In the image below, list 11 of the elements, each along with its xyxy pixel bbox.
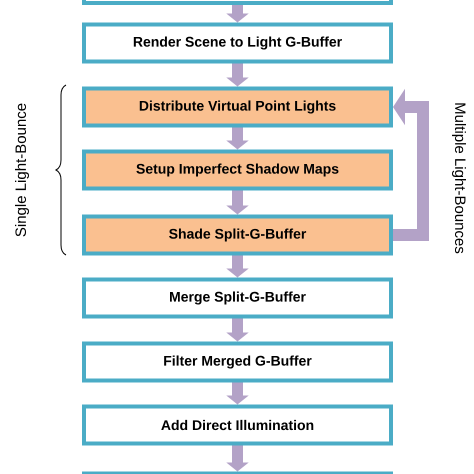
process-box — [82, 472, 393, 474]
process-box: Render Scene to Light G-Buffer — [82, 22, 393, 64]
process-box: Distribute Virtual Point Lights — [82, 86, 393, 128]
process-box: Add Direct Illumination — [82, 404, 393, 446]
process-box: Filter Merged G-Buffer — [82, 342, 393, 382]
process-box: Shade Split-G-Buffer — [82, 214, 393, 256]
process-box: Merge Split-G-Buffer — [82, 278, 393, 318]
process-box: Setup Imperfect Shadow Maps — [82, 150, 393, 190]
process-box — [82, 0, 393, 5]
edge-label: Multiple Light-Bounces — [452, 103, 466, 254]
bracket-label: Single Light-Bounce — [15, 104, 29, 236]
